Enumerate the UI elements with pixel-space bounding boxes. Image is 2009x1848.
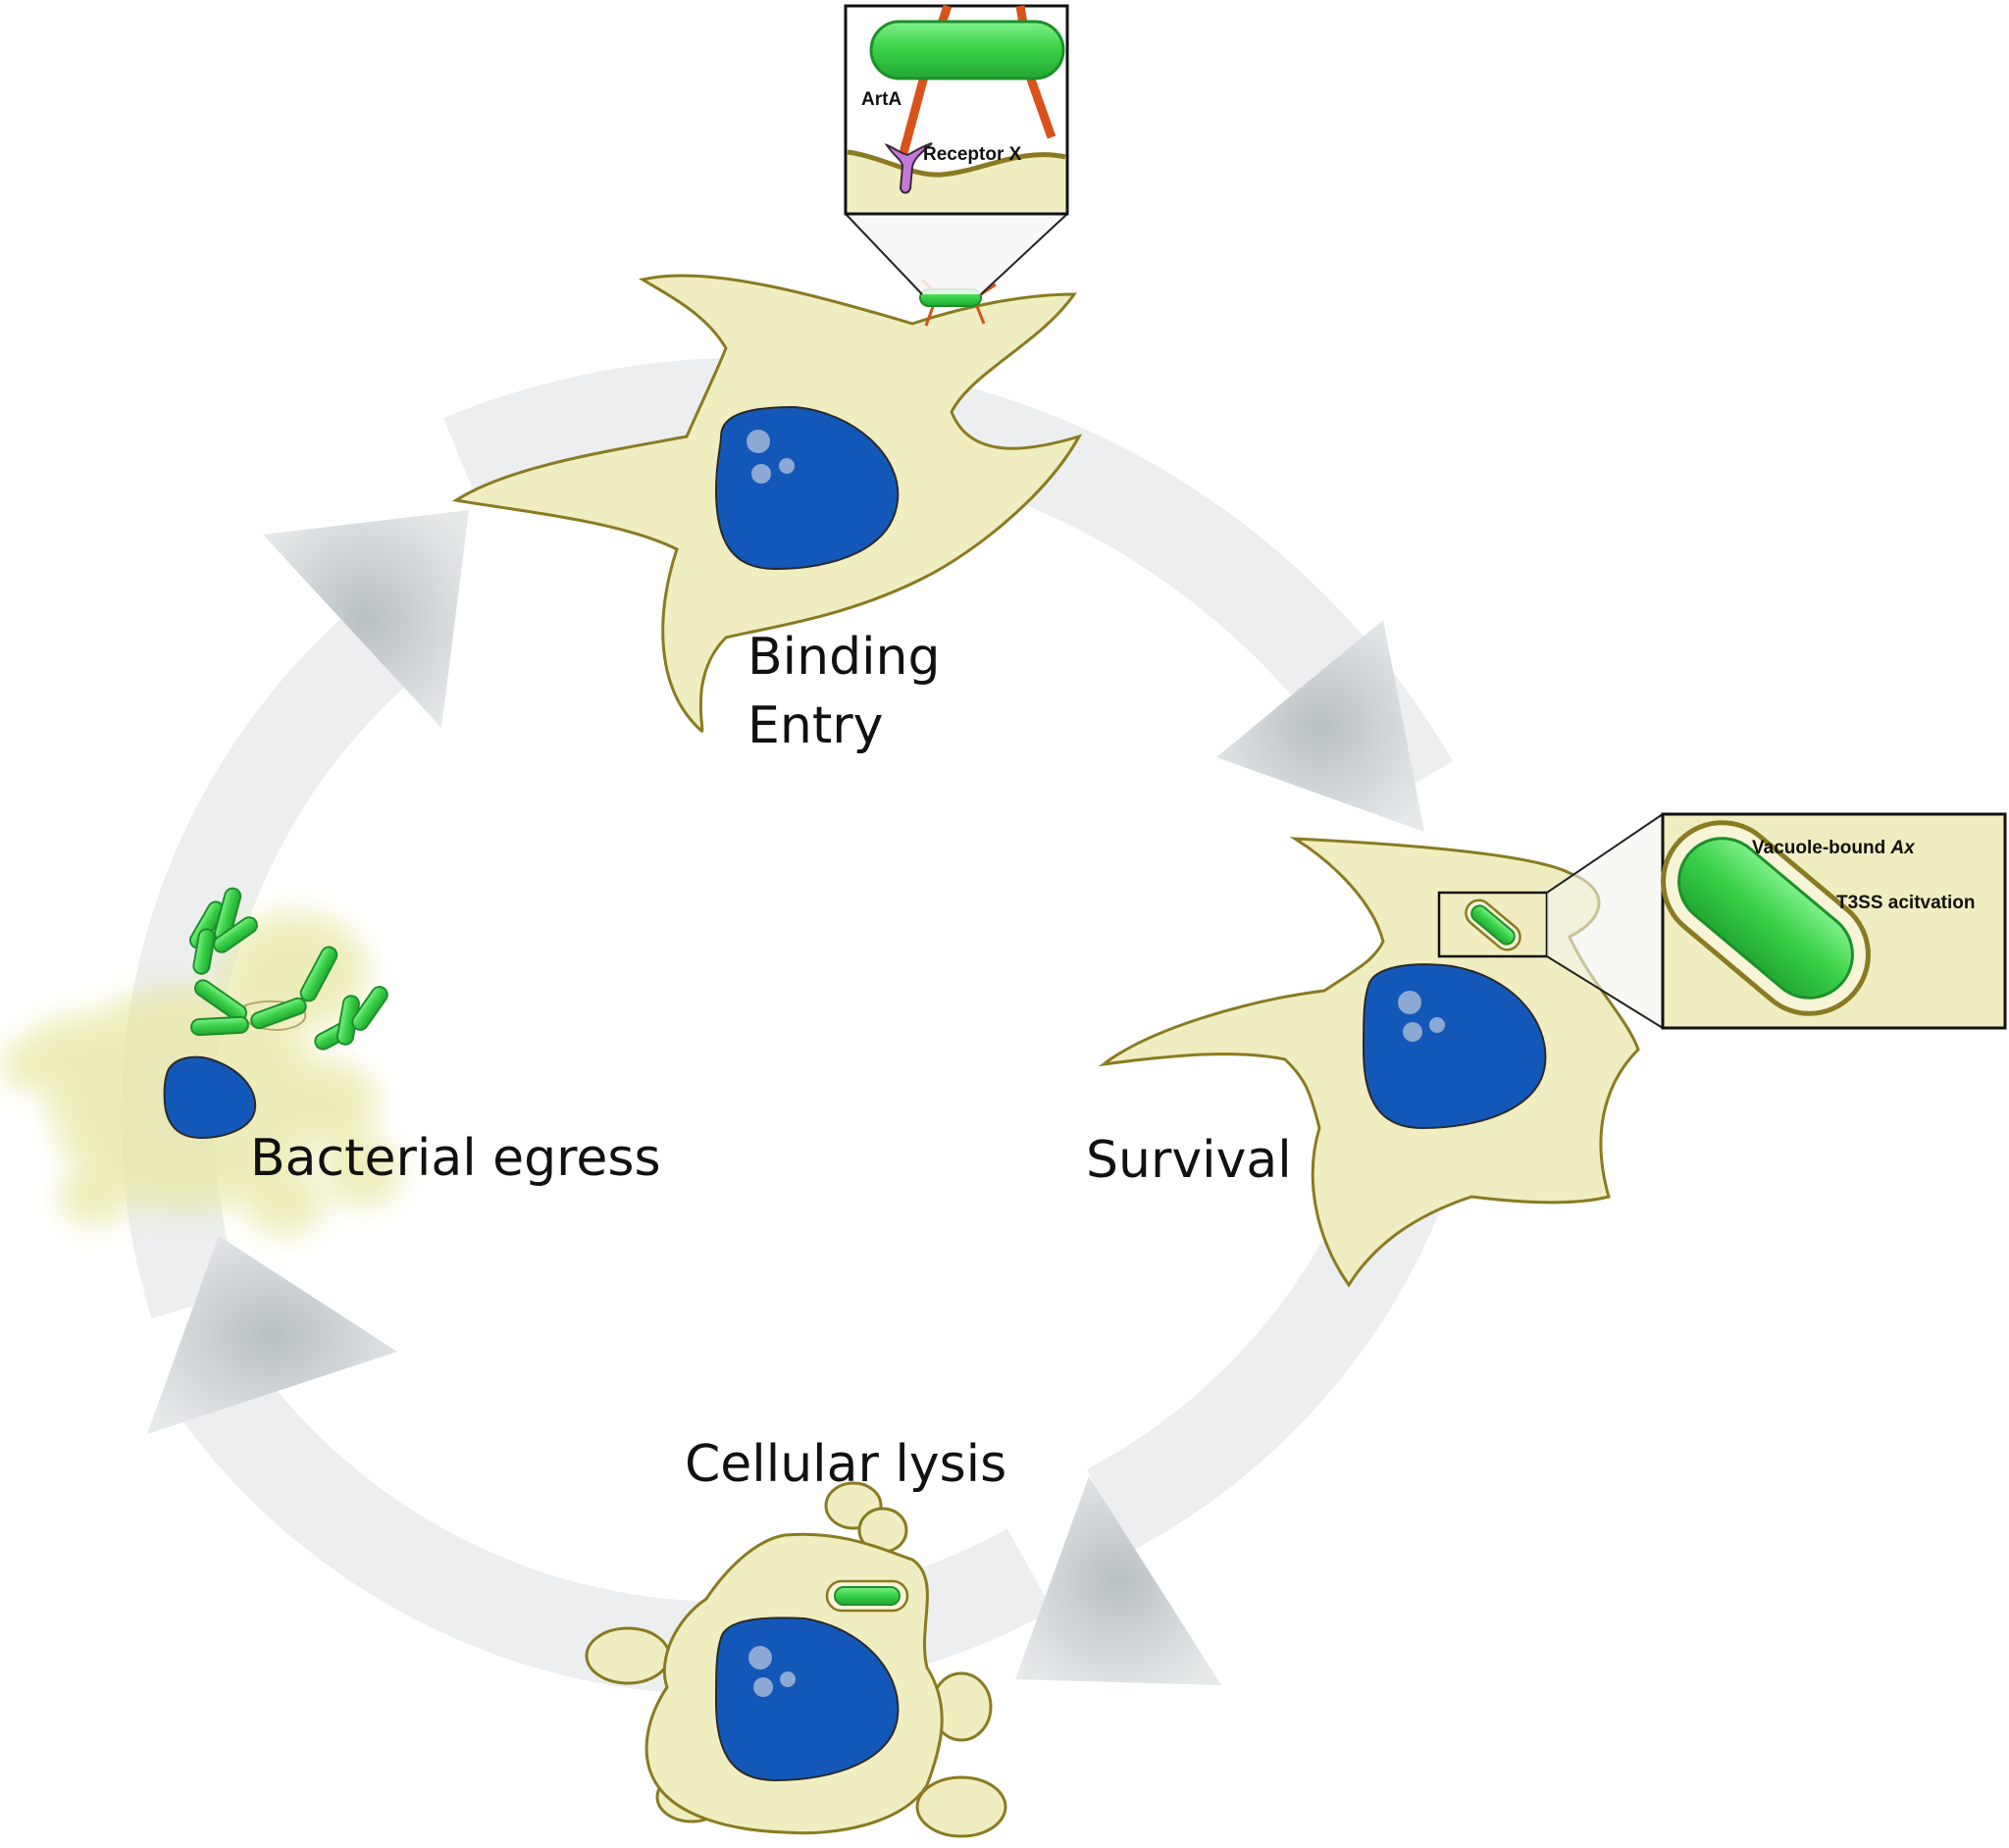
- receptor-icon: [884, 142, 933, 194]
- arrow-head-bottom-left: [147, 1236, 397, 1434]
- binding-label: Binding: [747, 628, 941, 687]
- binding-entry-cell: [451, 274, 1083, 733]
- arta-label: ArtA: [861, 89, 901, 110]
- inset-zoom-cone-right: [1547, 814, 1663, 1028]
- nucleus-icon: [163, 1055, 257, 1140]
- inset-survival: Vacuole-bound Ax T3SS acitvation: [1661, 812, 2007, 1030]
- released-bacteria-icon: [189, 887, 388, 1051]
- bacterium-icon: [1677, 837, 1854, 1000]
- survival-label: Survival: [1086, 1131, 1292, 1190]
- bacterium-icon: [869, 20, 1065, 80]
- bacterial-egress-label: Bacterial egress: [250, 1129, 661, 1188]
- arrow-head-top-left: [263, 510, 469, 728]
- vacuole-bacterium-icon: [825, 1579, 909, 1613]
- cellular-lysis-label: Cellular lysis: [685, 1435, 1006, 1494]
- t3ss-activation-label: T3SS acitvation: [1836, 893, 1976, 913]
- bacterial-egress-cell: [0, 887, 402, 1236]
- arrow-head-bottom-right: [1015, 1476, 1221, 1685]
- inset-binding: ArtA Receptor X: [844, 4, 1069, 216]
- inset-zoom-cone-top: [846, 214, 1067, 294]
- cellular-lysis-cell: [585, 1481, 1007, 1838]
- entry-label: Entry: [747, 696, 883, 755]
- vacuole-bound-label: Vacuole-bound Ax: [1752, 838, 1916, 858]
- arrow-head-right: [1216, 620, 1424, 832]
- vacuole-bacterium-icon: [1465, 898, 1521, 951]
- receptor-x-label: Receptor X: [923, 144, 1022, 165]
